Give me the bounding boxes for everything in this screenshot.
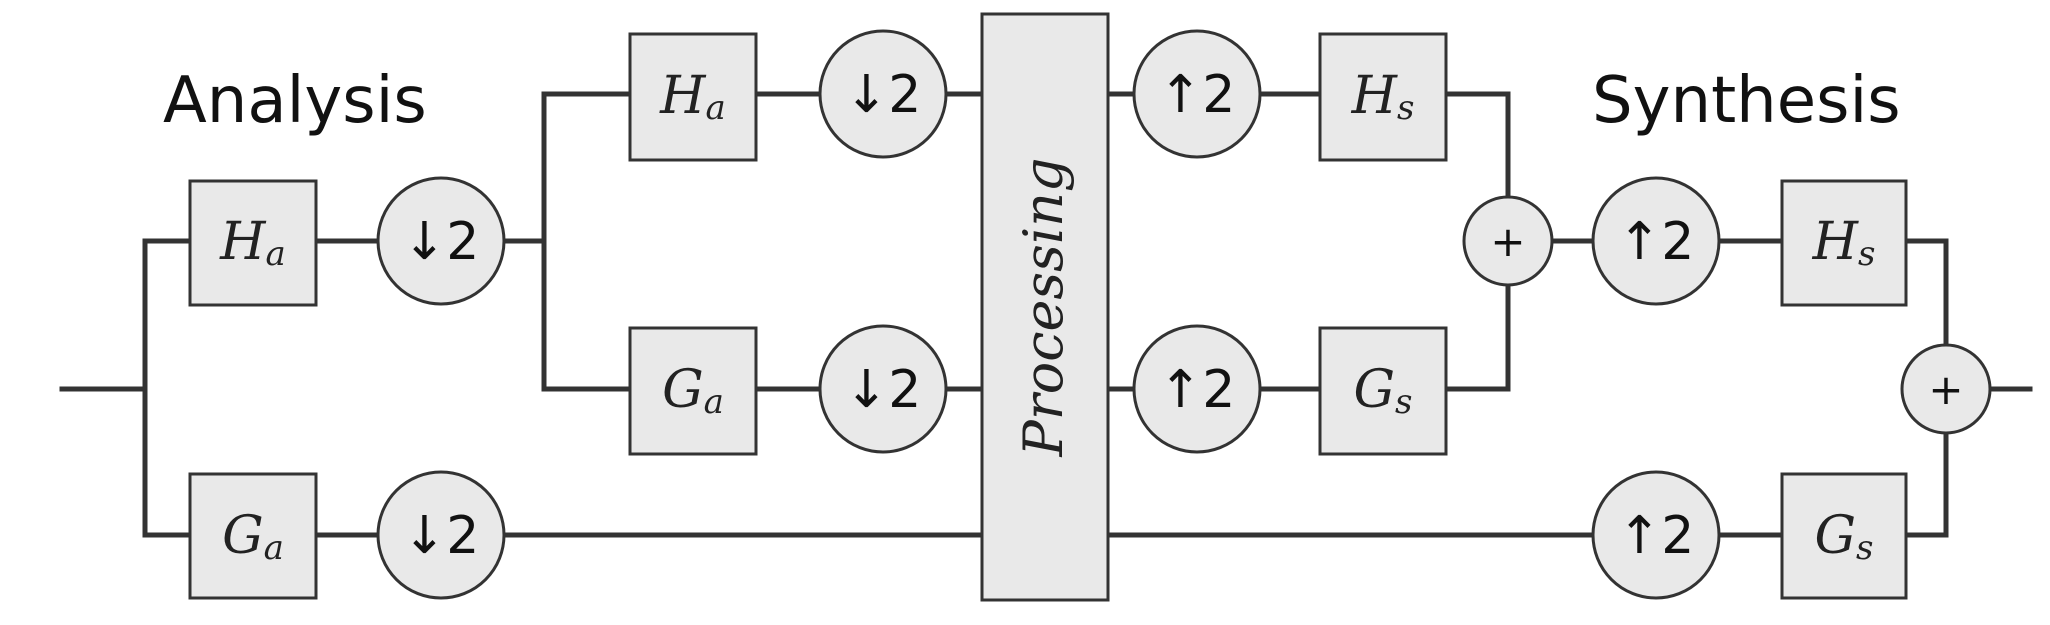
wires [59, 91, 2033, 538]
analysis-l2-ga-block: Ga [628, 326, 758, 456]
svg-text:↑2: ↑2 [1618, 506, 1695, 566]
synthesis-l1-gs-block: Gs [1780, 472, 1908, 600]
svg-text:↑2: ↑2 [1159, 65, 1236, 125]
svg-text:↓2: ↓2 [845, 360, 922, 420]
analysis-l1-ha-block: Ha [188, 179, 318, 307]
svg-text:Hs: Hs [1812, 212, 1876, 274]
svg-text:+: + [1490, 217, 1525, 266]
svg-text:↓2: ↓2 [845, 65, 922, 125]
svg-text:↑2: ↑2 [1618, 212, 1695, 272]
svg-text:Gs: Gs [1815, 506, 1874, 568]
svg-text:↓2: ↓2 [403, 506, 480, 566]
analysis-heading: Analysis [163, 64, 427, 138]
processing-block: Processing [980, 12, 1110, 602]
svg-text:Ga: Ga [222, 506, 284, 568]
svg-text:Ga: Ga [662, 360, 724, 422]
synthesis-l2-upsample-top: ↑2 [1132, 29, 1262, 159]
processing-label: Processing [1012, 158, 1075, 458]
svg-text:↓2: ↓2 [403, 212, 480, 272]
svg-text:Ha: Ha [219, 212, 286, 274]
synthesis-l2-gs-block: Gs [1318, 326, 1448, 456]
synthesis-l1-hs-block: Hs [1780, 179, 1908, 307]
svg-text:↑2: ↑2 [1159, 360, 1236, 420]
synthesis-l1-upsample-bottom: ↑2 [1591, 470, 1721, 600]
svg-text:Gs: Gs [1354, 360, 1413, 422]
synthesis-sum-node-1: + [1462, 195, 1554, 287]
synthesis-l1-upsample-top: ↑2 [1591, 176, 1721, 306]
analysis-l1-ga-block: Ga [188, 472, 318, 600]
analysis-l2-downsample-bottom: ↓2 [818, 324, 948, 454]
synthesis-l2-hs-block: Hs [1318, 32, 1448, 162]
analysis-l1-downsample-bottom: ↓2 [376, 470, 506, 600]
analysis-l2-downsample-top: ↓2 [818, 29, 948, 159]
synthesis-sum-node-2: + [1900, 343, 1992, 435]
synthesis-heading: Synthesis [1592, 64, 1901, 138]
synthesis-l2-upsample-bottom: ↑2 [1132, 324, 1262, 454]
analysis-l2-ha-block: Ha [628, 32, 758, 162]
analysis-l1-downsample-top: ↓2 [376, 176, 506, 306]
svg-text:Ha: Ha [659, 66, 726, 128]
svg-text:+: + [1928, 365, 1963, 414]
svg-text:Hs: Hs [1351, 66, 1415, 128]
